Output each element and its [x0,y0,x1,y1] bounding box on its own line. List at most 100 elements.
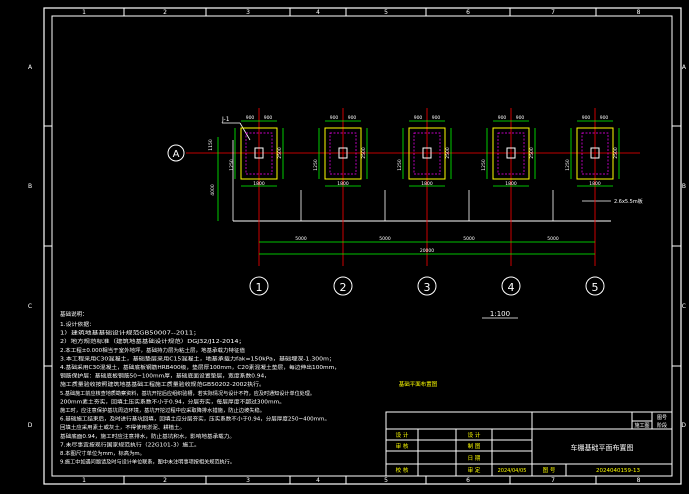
row-label: B [682,183,686,190]
axis-bubble-label: 1 [256,281,263,294]
row-ticks [44,125,681,367]
note-line: 5.基础施工前应核查地质勘察资料，基坑开挖后应组织验槽，若实际情况与设计不符，应… [60,390,315,397]
note-line: 回填土应采用素土或灰土，不得使用淤泥、耕植土。 [60,424,185,431]
note-line: 6.基础施工结束后，及时进行基坑回填，回填土应分层夯实，压实系数不小于0.94，… [60,416,330,423]
axis-bubble [501,276,521,296]
column [422,147,432,159]
axis-bubble [249,276,269,296]
right-dim-text: 2500 [361,147,367,159]
axis-bubble-label: 4 [508,281,515,294]
column-label: 8 [637,9,641,16]
left-dim-text: 1250 [481,159,487,171]
section-mark-leader [239,122,251,141]
column-label: 2 [163,9,167,16]
left-dim-text: 1250 [397,159,403,171]
top-dim-text: 900 [432,115,441,121]
top-dim-text: 900 [330,115,339,121]
column-label: 5 [384,477,388,484]
column-label: 1 [82,477,86,484]
axis-bubble [417,276,437,296]
top-dim-text: 900 [498,115,507,121]
note-line: 2.本工程±0.000相当于室外地坪，基础持力层为粘土层，地基承载力特征值 [60,347,245,354]
column-label: 8 [637,477,641,484]
axis-bubble [333,276,353,296]
row-label: B [28,183,32,190]
bottom-dim-text: 1800 [253,181,265,187]
column-label: 7 [551,9,555,16]
column [590,147,600,159]
column-ticks [123,8,597,484]
axis-bubble-a [167,144,185,162]
left-dim-text: 1250 [565,159,571,171]
column-label: 7 [551,477,555,484]
footing-inner [329,132,357,175]
axis-bubble-label: 3 [424,281,431,294]
right-dim-text: 2500 [529,147,535,159]
bottom-dim-text: 1800 [421,181,433,187]
note-line: 200mm素土夯实，回填土压实系数不小于0.94，分层夯实，每层厚度不超过300… [60,398,285,405]
column-label: 3 [246,477,250,484]
title-mid-label: 制 图 [468,442,481,450]
title-mid-label: 审 定 [468,466,481,474]
side-dim-text: 1150 [208,139,214,151]
note-line: 施工时，应注意保护基坑周边环境，基坑开挖过程中应采取降排水措施，防止边坡失稳。 [60,407,265,414]
top-dim-text: 900 [264,115,273,121]
top-dim-text: 900 [582,115,591,121]
top-dim-text: 900 [600,115,609,121]
title-row-label: 校 核 [396,466,409,474]
column-label: 2 [163,477,167,484]
row-label: A [28,64,33,71]
scale-text: 1:100 [490,310,510,318]
note-line: 1）建筑地基基础设计规范GB50007--2011； [60,330,200,337]
axis-label-a: A [173,149,180,160]
outer-dim-text: 4000 [210,184,216,196]
note-line: 3.本工程采用C30混凝土，基础垫层采用C15混凝土，地基承载力fak=150k… [60,355,335,362]
row-label: A [682,64,687,71]
right-dim-text: 2500 [445,147,451,159]
drawing-stage: 施工图 [634,422,649,429]
drawing-note-b: 阶段 [657,422,667,429]
span-dim-text: 5000 [295,236,307,242]
top-dim-text: 900 [516,115,525,121]
left-dim-text: 1250 [313,159,319,171]
footing-inner [245,132,273,175]
column-label: 6 [466,9,470,16]
drawing-number: 2024040159-13 [596,468,640,474]
footing [408,127,446,180]
footing [576,127,614,180]
column-label: 6 [466,477,470,484]
drawing-title: 车棚基础平面布置图 [571,443,634,452]
axis-bubble-label: 2 [340,281,347,294]
bottom-dim-text: 1800 [589,181,601,187]
footing-inner [497,132,525,175]
top-dim-text: 900 [414,115,423,121]
drawing-note-a: 图号 [657,415,667,421]
row-label: C [28,303,32,310]
axis-bubble-label: 5 [592,281,599,294]
note-line: 7.未尽事宜按现行国家规范执行（22G101-3）施工。 [60,441,200,448]
foundation-plan: A 2.6x5.5m板 4000 J-1 900 900 2500 1250 1800 1 900 9… [167,108,643,319]
notes-heading: 基础说明： [60,310,88,318]
axis-bubble [585,276,605,296]
top-dim-text: 900 [246,115,255,121]
column-label: 3 [246,9,250,16]
right-dim-text: 2500 [277,147,283,159]
title-date: 2024/04/05 [498,468,527,474]
column-label: 5 [384,9,388,16]
row-label: C [682,303,686,310]
footing-inner [581,132,609,175]
note-line: 8.本图尺寸单位为mm，标高为m。 [60,450,145,457]
notes-block: 1.设计依据： 1）建筑地基基础设计规范GB50007--2011； 2）地方规… [60,321,340,466]
span-dim-text: 5000 [379,236,391,242]
beam-label: 2.6x5.5m板 [614,198,643,205]
bottom-dim-text: 1800 [505,181,517,187]
note-line: 1.设计依据： [60,321,95,328]
note-line: 2）地方规范标准（建筑地基基础设计规范）DGJ32/J12-2014； [60,338,245,345]
footing [240,127,278,180]
bottom-dim-text: 1800 [337,181,349,187]
footing [492,127,530,180]
span-dim-text: 5000 [463,236,475,242]
section-mark: J-1 [221,116,230,123]
